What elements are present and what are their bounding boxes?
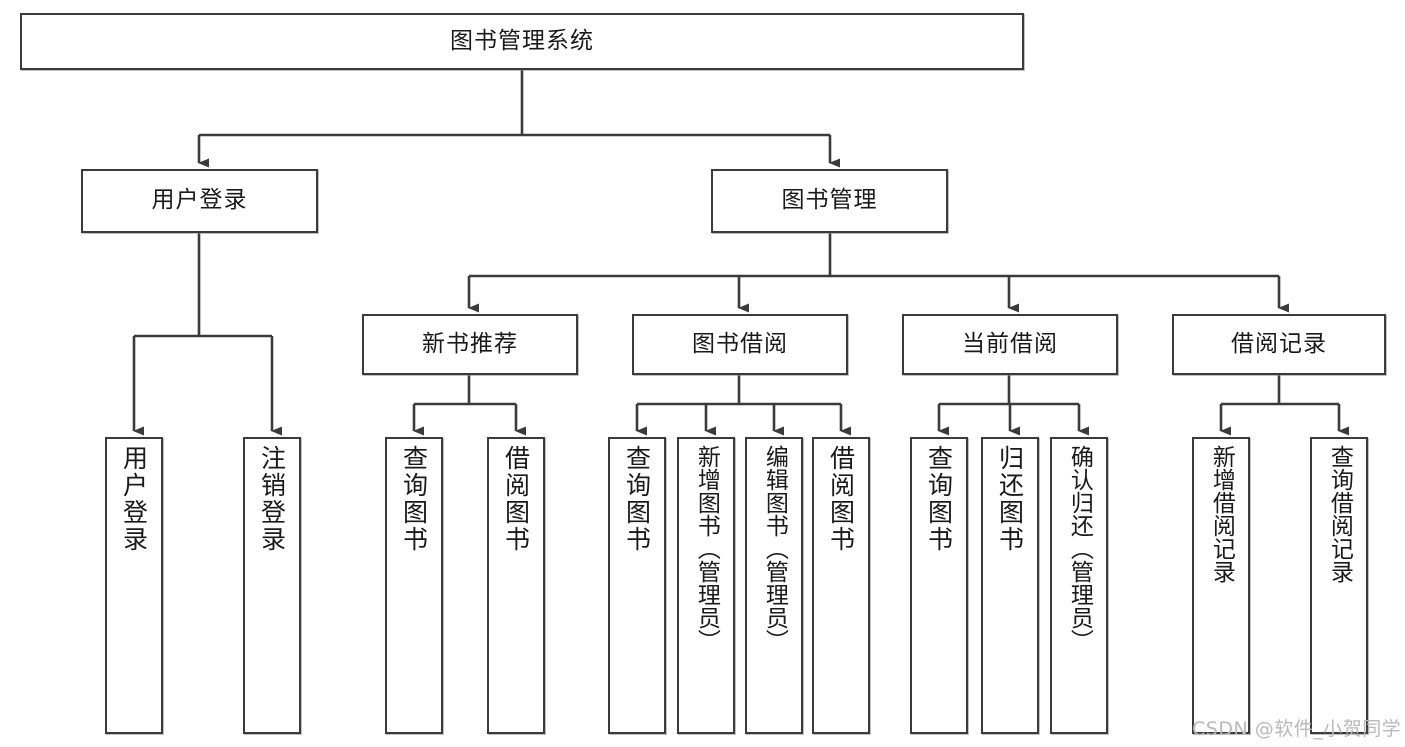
- node-new-book-recommend-label: 新书推荐: [422, 330, 518, 357]
- node-book-borrow[interactable]: 图书借阅: [632, 314, 848, 375]
- leaf-query-borrow-record[interactable]: 查询借阅记录: [1310, 437, 1368, 734]
- leaf-confirm-return-admin[interactable]: 确认归还（管理员）: [1050, 437, 1108, 734]
- leaf-edit-book-admin-label: 编辑图书（管理员）: [761, 445, 788, 652]
- leaf-query-book-recommend[interactable]: 查询图书: [385, 437, 443, 734]
- leaf-add-book-admin-label: 新增图书（管理员）: [693, 445, 720, 652]
- leaf-query-book-recommend-label: 查询图书: [399, 445, 429, 553]
- node-user-login-label: 用户登录: [151, 187, 248, 214]
- leaf-add-borrow-record-label: 新增借阅记录: [1208, 445, 1235, 583]
- node-user-login[interactable]: 用户登录: [81, 169, 318, 233]
- node-book-management[interactable]: 图书管理: [711, 169, 948, 233]
- node-book-borrow-label: 图书借阅: [692, 330, 788, 357]
- leaf-user-login-label: 用户登录: [119, 445, 149, 553]
- leaf-query-borrow-record-label: 查询借阅记录: [1326, 445, 1353, 583]
- leaf-return-book[interactable]: 归还图书: [981, 437, 1039, 734]
- leaf-add-borrow-record[interactable]: 新增借阅记录: [1192, 437, 1250, 734]
- leaf-user-logout[interactable]: 注销登录: [243, 437, 301, 734]
- leaf-query-book-borrow-label: 查询图书: [622, 445, 652, 553]
- leaf-borrow-book-label: 借阅图书: [826, 445, 856, 553]
- node-root[interactable]: 图书管理系统: [20, 13, 1024, 70]
- node-current-borrow[interactable]: 当前借阅: [902, 314, 1118, 375]
- node-root-label: 图书管理系统: [450, 27, 594, 54]
- leaf-borrow-book[interactable]: 借阅图书: [812, 437, 870, 734]
- leaf-query-book-borrow[interactable]: 查询图书: [608, 437, 666, 734]
- leaf-user-login[interactable]: 用户登录: [105, 437, 163, 734]
- leaf-query-book-current-label: 查询图书: [924, 445, 954, 553]
- node-current-borrow-label: 当前借阅: [962, 330, 1058, 357]
- leaf-user-logout-label: 注销登录: [257, 445, 287, 553]
- csdn-watermark: CSDN @软件_小贺同学: [1192, 718, 1402, 740]
- leaf-return-book-label: 归还图书: [995, 445, 1025, 553]
- leaf-confirm-return-admin-label: 确认归还（管理员）: [1066, 445, 1093, 652]
- leaf-borrow-book-recommend[interactable]: 借阅图书: [487, 437, 545, 734]
- node-borrow-records-label: 借阅记录: [1231, 330, 1327, 357]
- leaf-borrow-book-recommend-label: 借阅图书: [501, 445, 531, 553]
- node-book-management-label: 图书管理: [781, 187, 878, 214]
- leaf-add-book-admin[interactable]: 新增图书（管理员）: [677, 437, 735, 734]
- node-borrow-records[interactable]: 借阅记录: [1172, 314, 1386, 375]
- leaf-query-book-current[interactable]: 查询图书: [910, 437, 968, 734]
- node-new-book-recommend[interactable]: 新书推荐: [362, 314, 578, 375]
- leaf-edit-book-admin[interactable]: 编辑图书（管理员）: [745, 437, 803, 734]
